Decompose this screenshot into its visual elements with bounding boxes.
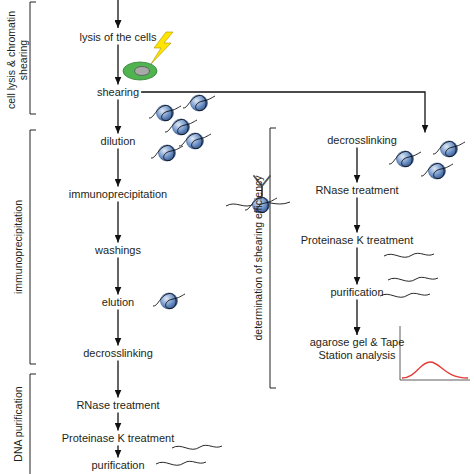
nucleosome-symbol [165,119,197,135]
flow-arrow [117,0,118,28]
group-bracket [30,130,36,364]
cell-symbol [123,62,157,80]
process-step: lysis of the cells [77,30,158,45]
flow-arrow [117,446,118,458]
process-step: washings [93,243,143,258]
process-step: elution [100,295,136,310]
process-step: purification [89,458,146,473]
group-label: determination of shearing efficiency [252,176,264,341]
dna-strand [380,293,430,297]
flow-arrow [117,202,118,243]
flow-arrow [117,149,118,187]
process-step: decrosslinking [81,346,155,361]
process-step: RNase treatment [74,398,161,413]
process-step: agarose gel & Tape Station analysis [297,335,417,363]
plot-axes [400,326,470,380]
dna-strand [172,445,222,449]
step-text: RNase treatment [76,399,159,412]
nucleosome-symbol [183,95,215,111]
flow-arrow [356,198,357,233]
step-text: Proteinase K treatment [62,432,175,445]
group-bracket [30,2,36,114]
step-text: agarose gel & Tape Station analysis [299,336,415,362]
flow-arrow [356,148,357,183]
process-step: Proteinase K treatment [60,431,177,446]
size-trace [402,362,468,378]
dna-strand [388,277,438,281]
nucleosome-symbol [179,133,211,149]
flow-arrow [141,92,425,133]
nucleosome-symbol [149,105,181,121]
group-bracket [270,128,276,388]
process-step: immunoprecipitation [67,187,169,202]
group-label: cell lysis & chromatin shearing [5,10,29,110]
step-text: purification [330,286,383,299]
flow-arrow [117,310,118,346]
step-text: elution [102,296,134,309]
flow-arrow [117,258,118,295]
process-step: Proteinase K treatment [299,233,416,248]
step-text: purification [91,459,144,472]
step-text: Proteinase K treatment [301,234,414,247]
step-text: washings [95,244,141,257]
nucleosome-symbol [153,293,185,309]
nucleosome-symbol [421,163,453,179]
flow-arrow [117,100,118,134]
step-text: decrosslinking [83,347,153,360]
group-label: immunoprecipitation [12,200,24,294]
nucleosome-symbol [433,141,465,157]
dna-strand [384,253,434,257]
process-step: purification [328,285,385,300]
nucleosome-symbol [151,145,183,161]
flow-arrow [356,248,357,285]
group-label: DNA purification [12,386,24,461]
flow-arrow [117,45,118,85]
process-step: dilution [99,134,138,149]
step-text: shearing [97,86,139,99]
flow-arrow [356,300,357,336]
step-text: immunoprecipitation [69,188,167,201]
nucleosome-symbol [389,151,421,167]
step-text: RNase treatment [315,184,398,197]
process-step: shearing [95,85,141,100]
process-step: RNase treatment [313,183,400,198]
step-text: lysis of the cells [79,31,156,44]
process-step: decrosslinking [325,133,431,148]
flow-arrow [117,413,118,431]
step-text: dilution [101,135,136,148]
group-bracket [30,374,36,474]
flow-arrow [117,361,118,398]
step-text: decrosslinking [327,134,397,147]
dna-strand [156,461,206,465]
nucleus-symbol [135,67,150,76]
